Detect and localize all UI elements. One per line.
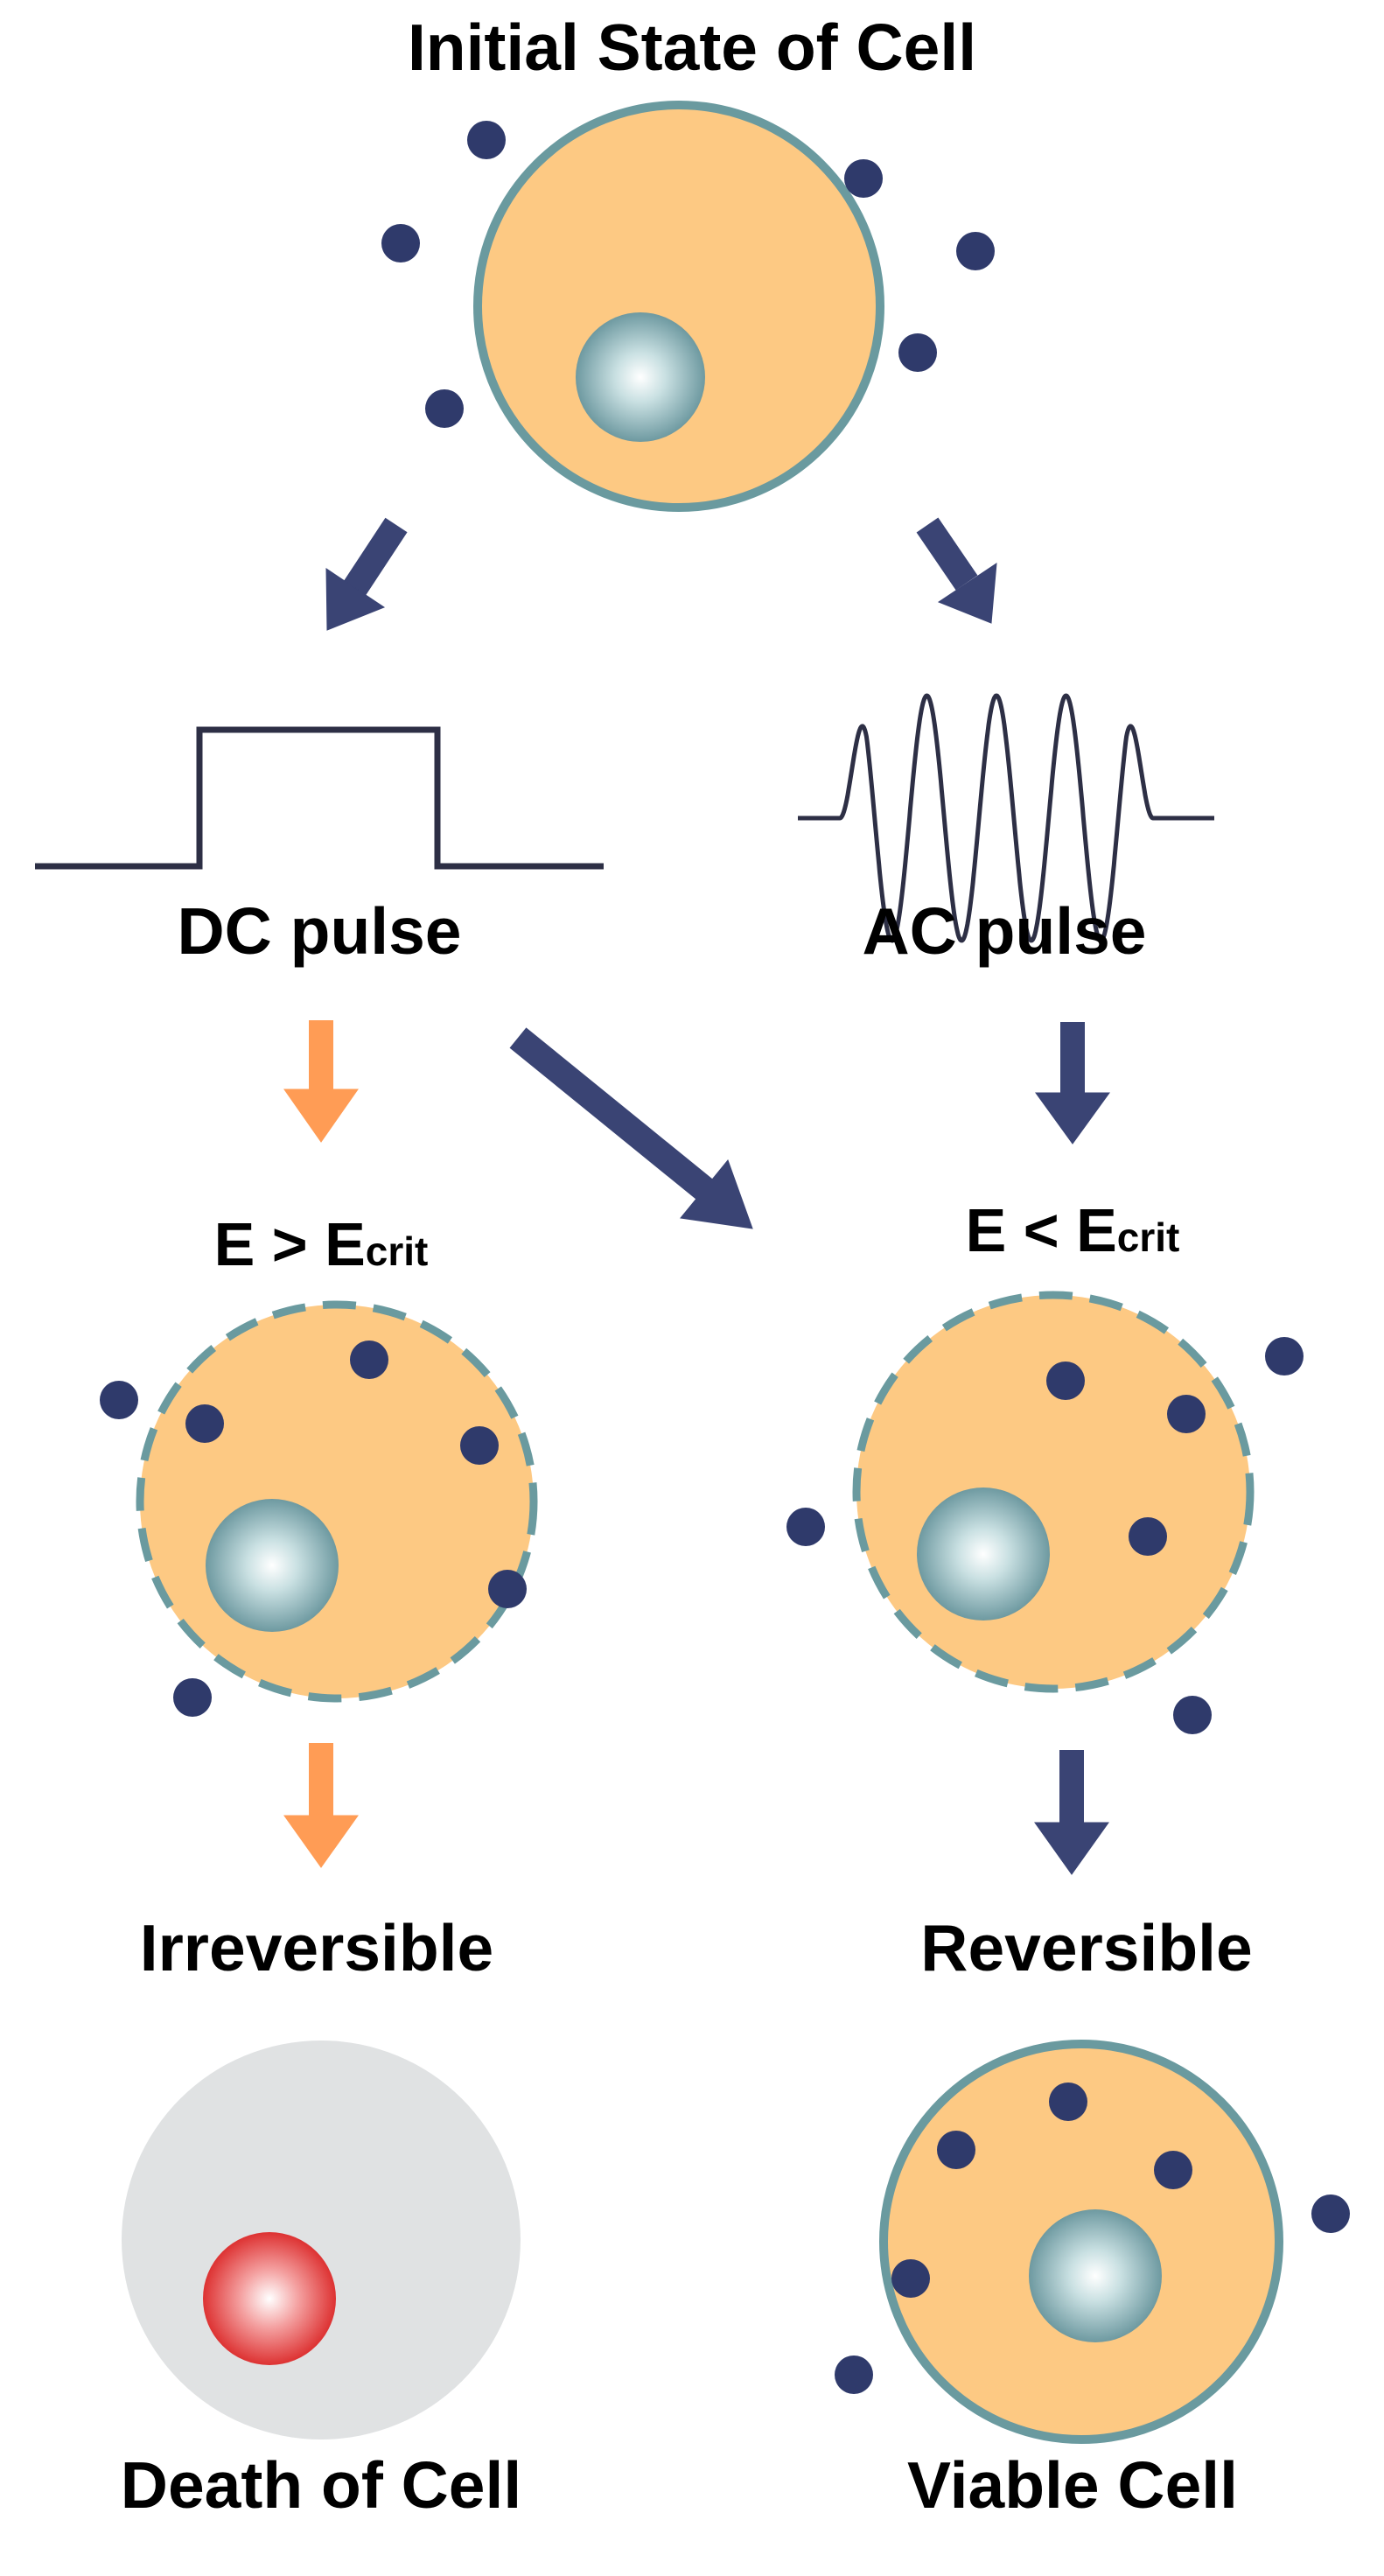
molecule-dot-icon [350, 1340, 388, 1379]
reversible-label: Reversible [920, 1911, 1252, 1984]
molecule-dot-icon [1265, 1337, 1304, 1376]
dc-to-reversible-arrow [509, 1027, 753, 1229]
ac-down-arrow [1035, 1022, 1110, 1144]
arrowhead [283, 1815, 359, 1868]
arrow-icon [916, 517, 978, 591]
porated-cell-reversible [786, 1291, 1304, 1734]
cell-membrane [473, 101, 884, 512]
arrowhead [283, 1088, 359, 1143]
molecules [786, 1337, 1304, 1734]
molecule-dot-icon [1167, 1395, 1206, 1433]
reversible-arrow [1034, 1750, 1109, 1875]
condition-below-critical: E < Ecrit [966, 1196, 1180, 1264]
death-of-cell-label: Death of Cell [121, 2448, 521, 2522]
diagram-title: Initial State of Cell [408, 10, 976, 84]
irreversible-label: Irreversible [140, 1911, 493, 1984]
dc-square-pulse-icon [35, 726, 604, 870]
molecule-dot-icon [467, 121, 506, 159]
cell-membrane-dashed [852, 1291, 1255, 1693]
molecule-dot-icon [956, 232, 995, 270]
initial-cell [381, 101, 995, 512]
molecule-dot-icon [1049, 2082, 1087, 2121]
molecule-dot-icon [1046, 1362, 1085, 1400]
condition-above-critical: E > Ecrit [214, 1210, 429, 1278]
molecule-dot-icon [1311, 2194, 1350, 2233]
ac-pulse-label: AC pulse [862, 894, 1146, 968]
molecules [835, 2082, 1350, 2394]
molecule-dot-icon [898, 333, 937, 372]
molecule-dot-icon [1154, 2151, 1192, 2189]
nucleus-icon [206, 1499, 339, 1632]
viable-cell-label: Viable Cell [907, 2448, 1238, 2522]
porated-cell-irreversible [100, 1300, 538, 1717]
molecule-dot-icon [786, 1508, 825, 1546]
molecule-dot-icon [1173, 1696, 1212, 1734]
arrowhead [680, 1158, 753, 1229]
dead-cell-body [122, 2040, 521, 2440]
nucleus-icon [1029, 2209, 1162, 2342]
dc-down-arrow [283, 1020, 359, 1143]
arrow-icon [509, 1027, 713, 1200]
molecule-dot-icon [937, 2131, 975, 2169]
molecules [100, 1340, 527, 1717]
molecule-dot-icon [488, 1570, 527, 1608]
molecule-dot-icon [891, 2259, 930, 2298]
arrow-icon [341, 517, 408, 599]
external-molecules [381, 121, 995, 428]
irreversible-arrow [283, 1743, 359, 1868]
dc-pulse-label: DC pulse [177, 894, 461, 968]
nucleus-icon [917, 1488, 1050, 1620]
viable-cell [835, 2040, 1350, 2444]
molecule-dot-icon [460, 1426, 499, 1465]
ac-sine-pulse-icon [798, 693, 1214, 943]
molecule-dot-icon [844, 159, 883, 198]
molecule-dot-icon [425, 389, 464, 428]
nucleus-icon [576, 312, 705, 442]
molecule-dot-icon [185, 1404, 224, 1443]
arrowhead [1034, 1822, 1109, 1875]
molecule-dot-icon [173, 1678, 212, 1717]
molecule-dot-icon [1129, 1517, 1167, 1556]
arrowhead [937, 563, 997, 624]
nucleus-icon [203, 2232, 336, 2365]
arrow-to-ac [916, 517, 997, 624]
molecule-dot-icon [381, 224, 420, 262]
molecule-dot-icon [835, 2356, 873, 2394]
cell-membrane-dashed [136, 1300, 538, 1703]
arrowhead [325, 568, 386, 631]
molecule-dot-icon [100, 1381, 138, 1419]
arrow-to-dc [325, 517, 408, 631]
arrowhead [1035, 1092, 1110, 1144]
dead-cell [122, 2040, 521, 2440]
